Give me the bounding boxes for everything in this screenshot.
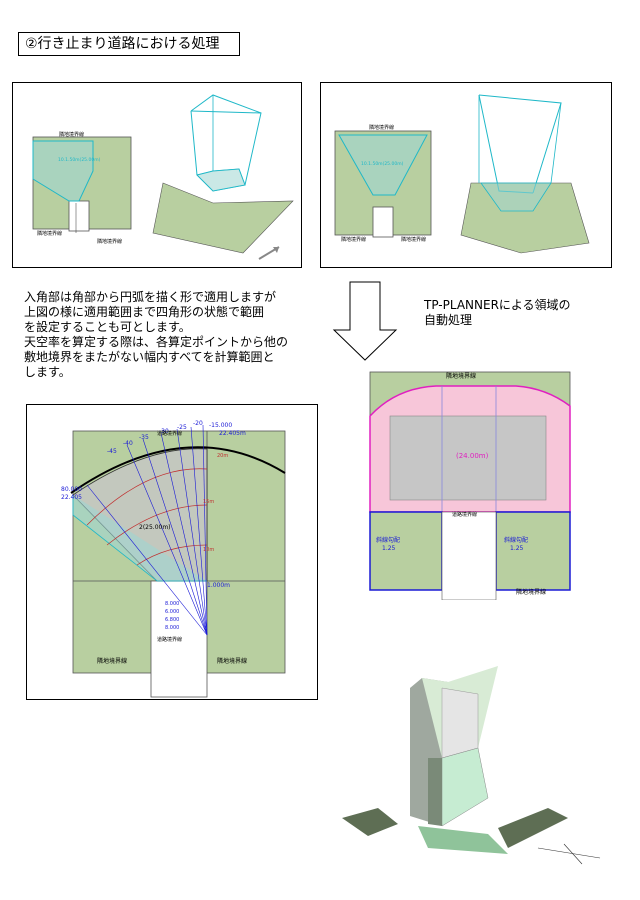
dim-width: 22.405m [219,430,246,437]
road-boundary-bottom: 道路境界線 [157,636,182,643]
area-label: 10.1.50m(25.00m) [58,157,101,163]
boundary-label-bottom-left: 隣地境界線 [97,657,127,665]
radius-10: 10m [203,547,214,553]
figure-2-diagram: 隣地境界線 10.1.50m(25.00m) 隣地境界線 隣地境界線 [334,94,590,254]
slope-value-left: 1.25 [382,545,396,552]
ray-label-6: -40 [123,440,133,447]
dim-80: 80.000 [61,486,82,493]
auto-process-caption: TP-PLANNERによる領域の 自動処理 [424,298,571,327]
boundary-label-top: 隣地境界線 [369,124,394,131]
dim-1m: 1.000m [207,582,230,589]
boundary-label-bottom-right: 隣地境界線 [97,238,122,245]
figure-4-svg: 隣地境界線 (24.00m) 斜線勾配 1.25 斜線勾配 1.25 道路境界線… [369,371,571,601]
boundary-label-bottom: 隣地境界線 [37,230,62,237]
point-label-4: 8.000 [165,625,179,631]
figure-3-frame: -15.000 -20 -25 -30 -35 -40 -45 22.405m … [26,404,318,700]
point-label-1: 8.000 [165,601,179,607]
road-boundary-top: 道路境界線 [157,430,182,437]
ray-label-4: -30 [159,428,169,435]
point-label-3: 6.800 [165,617,179,623]
slope-label-right: 斜線勾配 [504,536,528,544]
ray-label-2: -20 [193,420,203,427]
area-label-3: 2(25.00m) [139,524,171,531]
slope-label-left: 斜線勾配 [376,536,400,544]
ray-label-7: -45 [107,448,117,455]
figure-5-diagram [338,648,608,878]
down-arrow-icon [332,281,398,361]
figure-1-diagram: 隣地境界線 10.1.50m(25.00m) 隣地境界線 隣地境界線 [32,94,294,260]
figure-5-svg [342,666,601,865]
boundary-label-top: 隣地境界線 [446,372,476,380]
point-label-2: 6.000 [165,609,179,615]
figure-3-diagram: -15.000 -20 -25 -30 -35 -40 -45 22.405m … [61,420,286,698]
figure-4-diagram: 隣地境界線 (24.00m) 斜線勾配 1.25 斜線勾配 1.25 道路境界線… [356,366,586,601]
boundary-label-top: 隣地境界線 [59,131,84,138]
section-title: ②行き止まり道路における処理 [18,32,240,56]
ray-label-1: -15.000 [209,422,232,429]
boundary-label-bottom: 隣地境界線 [516,588,546,596]
slope-value-right: 1.25 [510,545,524,552]
boundary-label-bottom-right: 隣地境界線 [217,657,247,665]
area-label: 10.1.50m(25.00m) [361,161,404,167]
area-label-4: (24.00m) [456,452,489,460]
figure-2-frame: 隣地境界線 10.1.50m(25.00m) 隣地境界線 隣地境界線 [320,82,612,268]
dim-width-2: 22.405 [61,494,82,501]
radius-15: 15m [203,499,214,505]
radius-20: 20m [217,453,228,459]
figure-1-frame: 隣地境界線 10.1.50m(25.00m) 隣地境界線 隣地境界線 [12,82,302,268]
explanation-text: 入角部は角部から円弧を描く形で適用しますが 上図の様に適用範囲まで四角形の状態で… [24,290,289,379]
ray-label-3: -25 [177,424,187,431]
boundary-label-bottom-right: 隣地境界線 [401,236,426,243]
ray-label-5: -35 [139,434,149,441]
boundary-label-bottom: 隣地境界線 [341,236,366,243]
road-boundary-label: 道路境界線 [452,511,477,518]
